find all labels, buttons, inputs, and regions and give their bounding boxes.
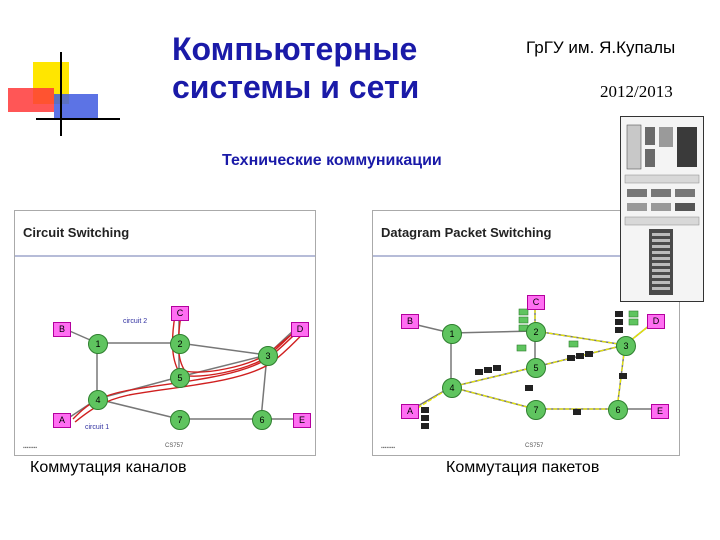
packet-host-b: B	[401, 314, 419, 329]
caption-packet-switching: Коммутация пакетов	[446, 459, 600, 476]
packet-node-1: 1	[442, 324, 462, 344]
packet-node-2: 2	[526, 322, 546, 342]
circuit-label-top: circuit 2	[123, 318, 147, 325]
circuit-host-c: C	[171, 306, 189, 321]
packet-node-3: 3	[616, 336, 636, 356]
circuit-footer-copyright: ▪▪▪▪▪▪▪▪	[23, 445, 38, 451]
slide-title: Компьютерные системы и сети	[172, 30, 419, 106]
packet-host-a: A	[401, 404, 419, 419]
circuit-host-e: E	[293, 413, 311, 428]
circuit-node-7: 7	[170, 410, 190, 430]
packet-footer-copyright: ▪▪▪▪▪▪▪▪	[381, 445, 396, 451]
slide-title-line1: Компьютерные	[172, 31, 418, 67]
packet-host-d: D	[647, 314, 665, 329]
packet-footer-code: CS757	[525, 443, 544, 449]
caption-circuit-switching: Коммутация каналов	[30, 459, 187, 476]
year-label: 2012/2013	[600, 82, 673, 101]
slide-title-line2: системы и сети	[172, 69, 420, 105]
slide-subtitle: Технические коммуникации	[222, 152, 442, 169]
decor-vertical-line	[60, 52, 62, 136]
circuit-node-4: 4	[88, 390, 108, 410]
circuit-switching-panel: Circuit Switching circuit 2 circuit 1	[14, 210, 316, 456]
circuit-node-1: 1	[88, 334, 108, 354]
circuit-host-b: B	[53, 322, 71, 337]
circuit-node-6: 6	[252, 410, 272, 430]
packet-panel-title: Datagram Packet Switching	[381, 225, 552, 240]
circuit-panel-rule	[15, 255, 315, 257]
packet-node-4: 4	[442, 378, 462, 398]
packet-node-7: 7	[526, 400, 546, 420]
circuit-panel-header: Circuit Switching	[15, 211, 315, 255]
packet-blocks	[421, 311, 627, 429]
equipment-thumbnail	[620, 116, 704, 302]
packet-host-c: C	[527, 295, 545, 310]
equipment-illustration	[621, 117, 703, 301]
circuit-node-3: 3	[258, 346, 278, 366]
decor-horizontal-line	[36, 118, 120, 120]
circuit-node-5: 5	[170, 368, 190, 388]
packet-panel-rule	[373, 255, 679, 257]
circuit-paths	[72, 314, 304, 423]
packet-node-5: 5	[526, 358, 546, 378]
circuit-panel-title: Circuit Switching	[23, 225, 130, 240]
circuit-label-bottom: circuit 1	[85, 424, 109, 431]
circuit-host-d: D	[291, 322, 309, 337]
institution-label: ГрГУ им. Я.Купалы	[526, 38, 676, 57]
decor-red-block	[8, 88, 54, 112]
packet-host-e: E	[651, 404, 669, 419]
packet-green-blocks	[516, 308, 639, 352]
circuit-host-a: A	[53, 413, 71, 428]
circuit-node-2: 2	[170, 334, 190, 354]
circuit-footer-code: CS757	[165, 443, 184, 449]
packet-node-6: 6	[608, 400, 628, 420]
